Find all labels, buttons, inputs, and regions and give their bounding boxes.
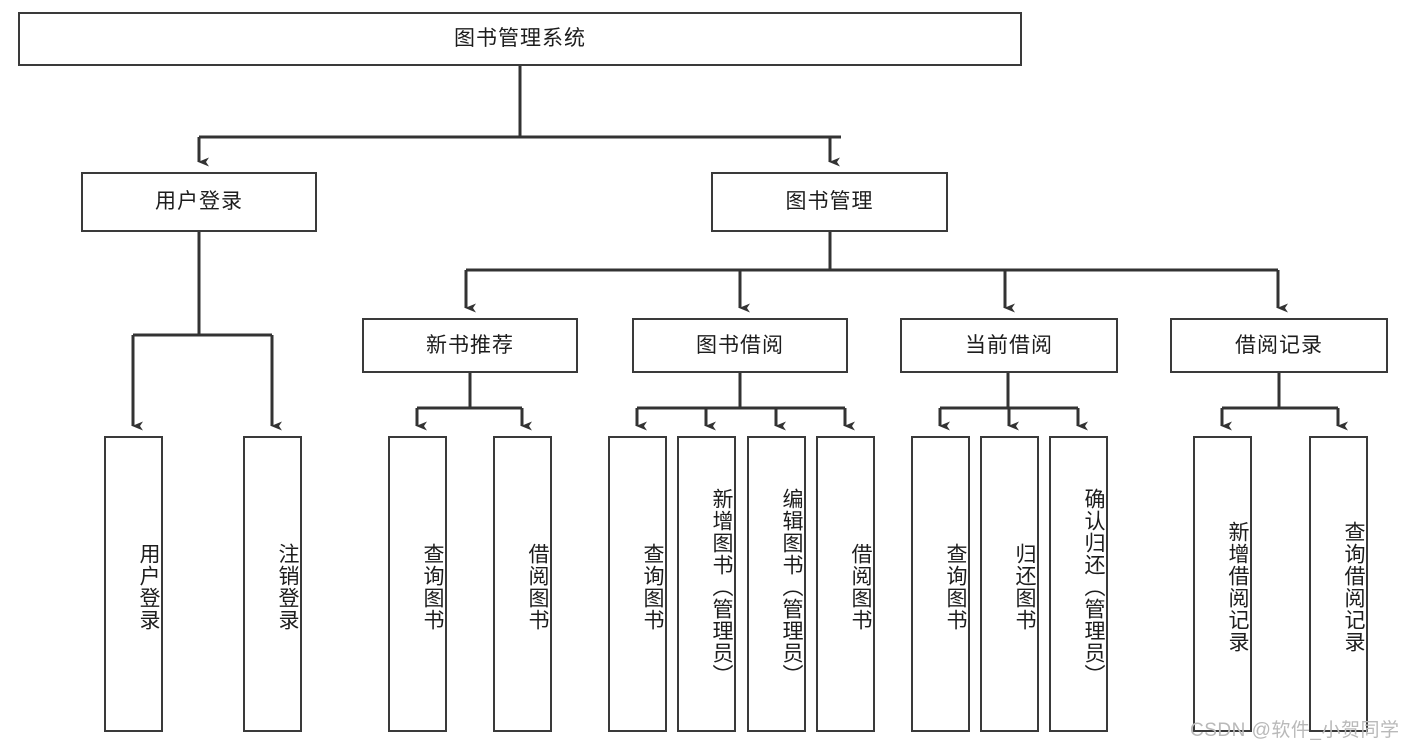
node-book-borrowing[interactable]: 图书借阅 [632, 318, 848, 373]
leaf-current-borrow-return-books[interactable]: 归还图书 [980, 436, 1039, 732]
leaf-book-borrow-query-books[interactable]: 查询图书 [608, 436, 667, 732]
leaf-current-borrow-query-books[interactable]: 查询图书 [911, 436, 970, 732]
leaf-user-login-sign-in[interactable]: 用户登录 [104, 436, 163, 732]
node-label: 用户登录 [137, 543, 160, 631]
csdn-watermark: CSDN @软件_小贺同学 [1190, 720, 1400, 741]
node-label: 图书管理 [785, 190, 874, 214]
node-label: 注销登录 [276, 543, 299, 631]
node-label: 用户登录 [155, 190, 243, 214]
node-label: 确认归还（管理员） [1082, 488, 1105, 686]
leaf-new-book-query-books[interactable]: 查询图书 [388, 436, 447, 732]
node-label: 查询图书 [944, 543, 967, 631]
node-label: 新书推荐 [426, 333, 514, 357]
node-label: 查询图书 [641, 543, 664, 631]
leaf-new-book-borrow-books[interactable]: 借阅图书 [493, 436, 552, 732]
node-label: 编辑图书（管理员） [780, 488, 803, 686]
node-label: 图书借阅 [696, 333, 784, 357]
node-label: 借阅记录 [1235, 333, 1323, 357]
node-book-management[interactable]: 图书管理 [711, 172, 948, 232]
leaf-book-borrow-edit-book-admin[interactable]: 编辑图书（管理员） [747, 436, 806, 732]
node-borrowing-record[interactable]: 借阅记录 [1170, 318, 1388, 373]
leaf-user-login-sign-out[interactable]: 注销登录 [243, 436, 302, 732]
node-label: 新增图书（管理员） [710, 488, 733, 686]
node-label: 图书管理系统 [454, 27, 586, 51]
node-user-login[interactable]: 用户登录 [81, 172, 317, 232]
leaf-borrow-record-query-record[interactable]: 查询借阅记录 [1309, 436, 1368, 732]
leaf-current-borrow-confirm-return-admin[interactable]: 确认归还（管理员） [1049, 436, 1108, 732]
leaf-book-borrow-add-book-admin[interactable]: 新增图书（管理员） [677, 436, 736, 732]
node-label: 借阅图书 [526, 543, 549, 631]
leaf-borrow-record-add-record[interactable]: 新增借阅记录 [1193, 436, 1252, 732]
leaf-book-borrow-borrow-books[interactable]: 借阅图书 [816, 436, 875, 732]
node-label: 借阅图书 [849, 543, 872, 631]
node-root-book-management-system[interactable]: 图书管理系统 [18, 12, 1022, 66]
node-label: 查询图书 [421, 543, 444, 631]
node-label: 查询借阅记录 [1342, 521, 1365, 653]
node-current-borrowing[interactable]: 当前借阅 [900, 318, 1118, 373]
node-new-book-recommendation[interactable]: 新书推荐 [362, 318, 578, 373]
node-label: 当前借阅 [965, 333, 1053, 357]
node-label: 新增借阅记录 [1226, 521, 1249, 653]
node-label: 归还图书 [1013, 543, 1036, 631]
